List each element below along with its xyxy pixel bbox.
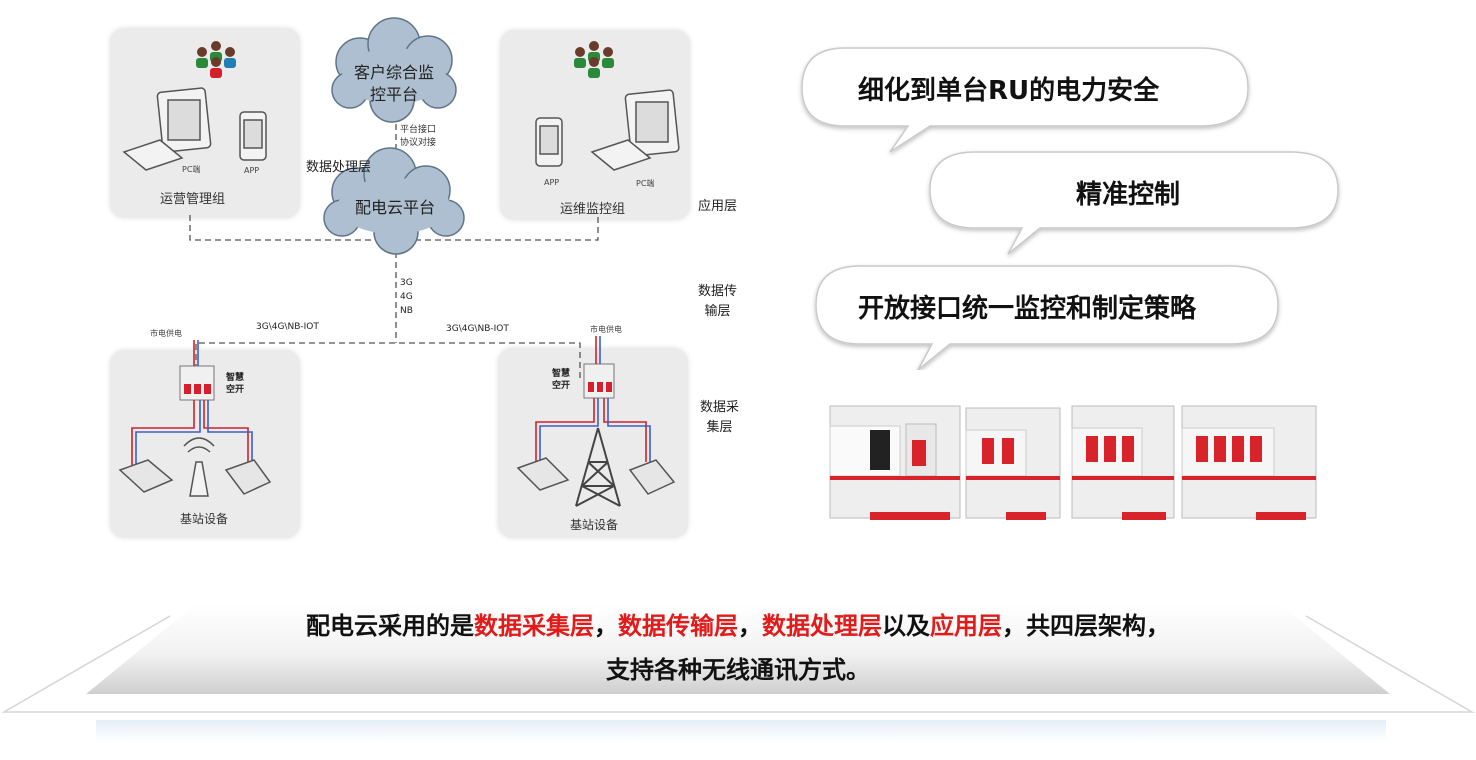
breaker-product-1-icon	[829, 405, 961, 520]
breaker-product-2-icon	[965, 407, 1061, 520]
maintenance-users-icon	[574, 41, 614, 78]
bubble-text-3: 开放接口统一监控和制定策略	[858, 294, 1197, 324]
summary-part-intro: 配电云采用的是	[306, 612, 474, 640]
summary-line-1: 配电云采用的是数据采集层，数据传输层，数据处理层以及应用层，共四层架构，	[0, 606, 1476, 641]
link-label-left: 3G\4G\NB-IOT	[256, 322, 319, 332]
app-label-left: APP	[244, 166, 260, 175]
collection-layer-label: 数据采 集层	[700, 398, 739, 438]
cloud-top-line1: 客户综合监	[353, 63, 434, 82]
cloud-main-label: 配电云平台	[354, 198, 435, 217]
network-3g: 3G	[400, 278, 413, 288]
cloud-distribution-platform-icon	[323, 147, 465, 255]
smart-switch-left-line1: 智慧	[226, 373, 245, 383]
summary-comma-1: ，	[594, 612, 618, 640]
bubble-shape-2	[929, 151, 1339, 255]
cloud-client-platform-icon	[331, 17, 457, 123]
smart-switch-right-line1: 智慧	[552, 369, 571, 379]
summary-line-2: 支持各种无线通讯方式。	[606, 656, 870, 684]
mains-power-left: 市电供电	[150, 329, 182, 338]
platform-interface-line2: 协议对接	[400, 138, 437, 148]
transmission-line2: 输层	[704, 304, 731, 319]
wiring-left	[131, 340, 253, 470]
rru-device-icon-right	[516, 457, 676, 495]
cloud-top-line2: 控平台	[369, 85, 418, 104]
rru-device-icon	[118, 459, 272, 495]
smart-breaker-icon-right	[583, 363, 615, 399]
base-station-label-left: 基站设备	[180, 512, 229, 526]
smart-breaker-products-image	[829, 405, 1317, 520]
network-4g: 4G	[400, 292, 413, 302]
summary-highlight-processing: 数据处理层	[762, 612, 882, 640]
transmission-line1: 数据传	[698, 284, 738, 299]
summary-highlight-transmission: 数据传输层	[618, 612, 738, 640]
summary-tail: ，共四层架构，	[1002, 612, 1170, 640]
bubble-text-2: 精准控制	[1076, 180, 1181, 210]
bubble-text-1: 细化到单台RU的电力安全	[858, 76, 1160, 106]
summary-conjunction: 以及	[882, 612, 930, 640]
smart-switch-label-left: 智慧 空开	[226, 372, 244, 396]
tower-icon	[575, 427, 621, 507]
smart-switch-label-right: 智慧 空开	[552, 368, 570, 392]
operations-group-label: 运营管理组	[160, 192, 226, 207]
maintenance-group-label: 运维监控组	[560, 202, 626, 217]
smart-switch-right-line2: 空开	[552, 381, 571, 391]
summary-comma-2: ，	[738, 612, 762, 640]
network-nb: NB	[400, 306, 413, 316]
smart-breaker-icon-left	[179, 365, 215, 401]
base-station-label-right: 基站设备	[570, 518, 619, 532]
pc-icon-right	[590, 89, 680, 171]
app-phone-icon-right	[535, 117, 563, 167]
pc-label-left: PC端	[182, 165, 201, 174]
summary-highlight-application: 应用层	[930, 612, 1002, 640]
pc-label-right: PC端	[636, 179, 655, 188]
summary-highlight-collection: 数据采集层	[474, 612, 594, 640]
antenna-icon	[183, 437, 215, 497]
transmission-layer-label: 数据传 输层	[698, 282, 737, 322]
app-phone-icon	[239, 111, 267, 161]
wiring-right	[535, 336, 651, 462]
cloud-client-platform-label: 客户综合监 控平台	[344, 62, 444, 106]
bottom-stage-shape	[1, 604, 1475, 742]
application-layer-label: 应用层	[698, 199, 738, 214]
data-processing-label: 数据处理层	[306, 160, 372, 175]
platform-interface-label: 平台接口 协议对接	[400, 124, 436, 150]
bubble-shape-3	[815, 265, 1279, 370]
mains-power-right: 市电供电	[590, 325, 622, 334]
platform-interface-line1: 平台接口	[400, 125, 437, 135]
smart-switch-left-line2: 空开	[226, 385, 245, 395]
users-group-icon	[196, 41, 236, 78]
speech-bubbles	[801, 47, 1339, 370]
breaker-product-3-icon	[1071, 405, 1175, 520]
collection-line1: 数据采	[700, 400, 740, 415]
breaker-product-4-icon	[1181, 405, 1317, 520]
pc-icon	[122, 87, 212, 171]
bubble-shape-1	[801, 47, 1249, 153]
link-label-right: 3G\4G\NB-IOT	[446, 324, 509, 334]
network-type-label: 3G 4G NB	[400, 276, 413, 318]
collection-line2: 集层	[706, 420, 733, 435]
app-label-right: APP	[544, 178, 560, 187]
